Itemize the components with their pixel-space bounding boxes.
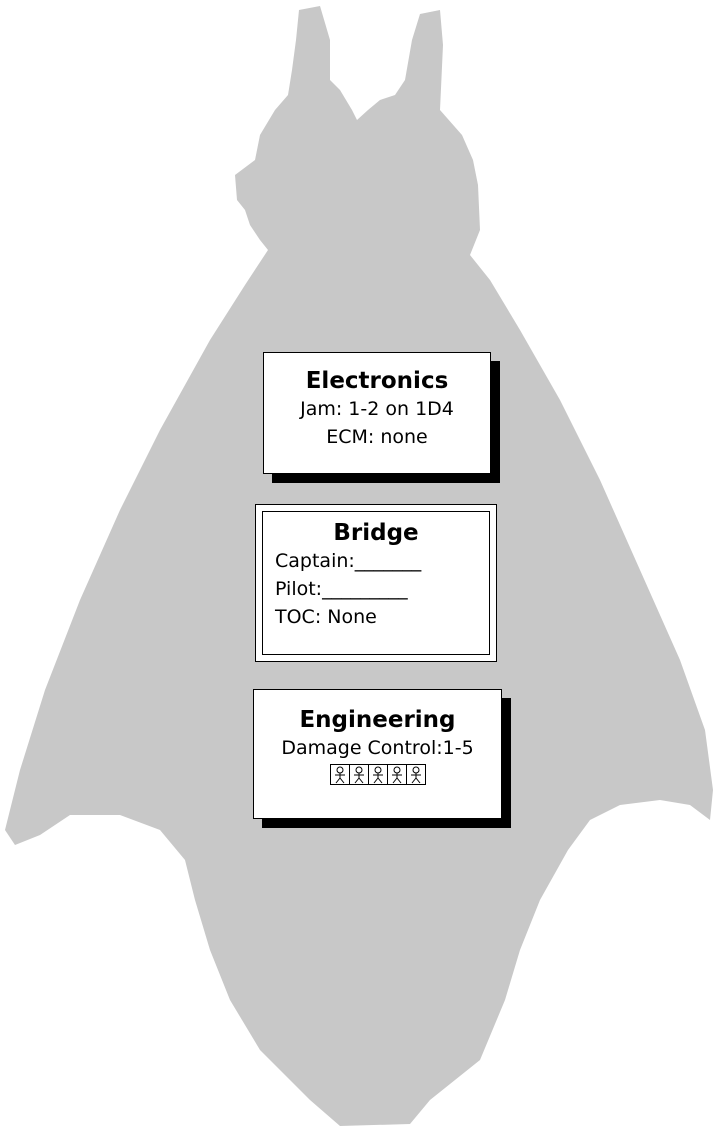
bridge-title: Bridge (333, 520, 419, 546)
crew-person-icon (367, 764, 388, 785)
damage-control-crew-boxes (329, 764, 426, 785)
crew-person-icon (329, 764, 350, 785)
jam-value: Jam: 1-2 on 1D4 (300, 398, 454, 420)
captain-field: Captain:_______ (275, 550, 422, 572)
pilot-field: Pilot:_________ (275, 578, 408, 600)
ecm-value: ECM: none (326, 426, 428, 448)
electronics-panel: Electronics Jam: 1-2 on 1D4 ECM: none (263, 352, 491, 474)
damage-control-value: Damage Control:1-5 (281, 737, 474, 759)
bridge-inner-frame: Bridge Captain:_______ Pilot:_________ T… (262, 511, 490, 655)
crew-person-icon (348, 764, 369, 785)
crew-person-icon (386, 764, 407, 785)
bridge-panel: Bridge Captain:_______ Pilot:_________ T… (255, 504, 497, 662)
engineering-panel: Engineering Damage Control:1-5 (253, 689, 502, 819)
toc-field: TOC: None (275, 606, 377, 628)
crew-person-icon (405, 764, 426, 785)
engineering-title: Engineering (299, 707, 456, 733)
electronics-title: Electronics (305, 368, 449, 394)
